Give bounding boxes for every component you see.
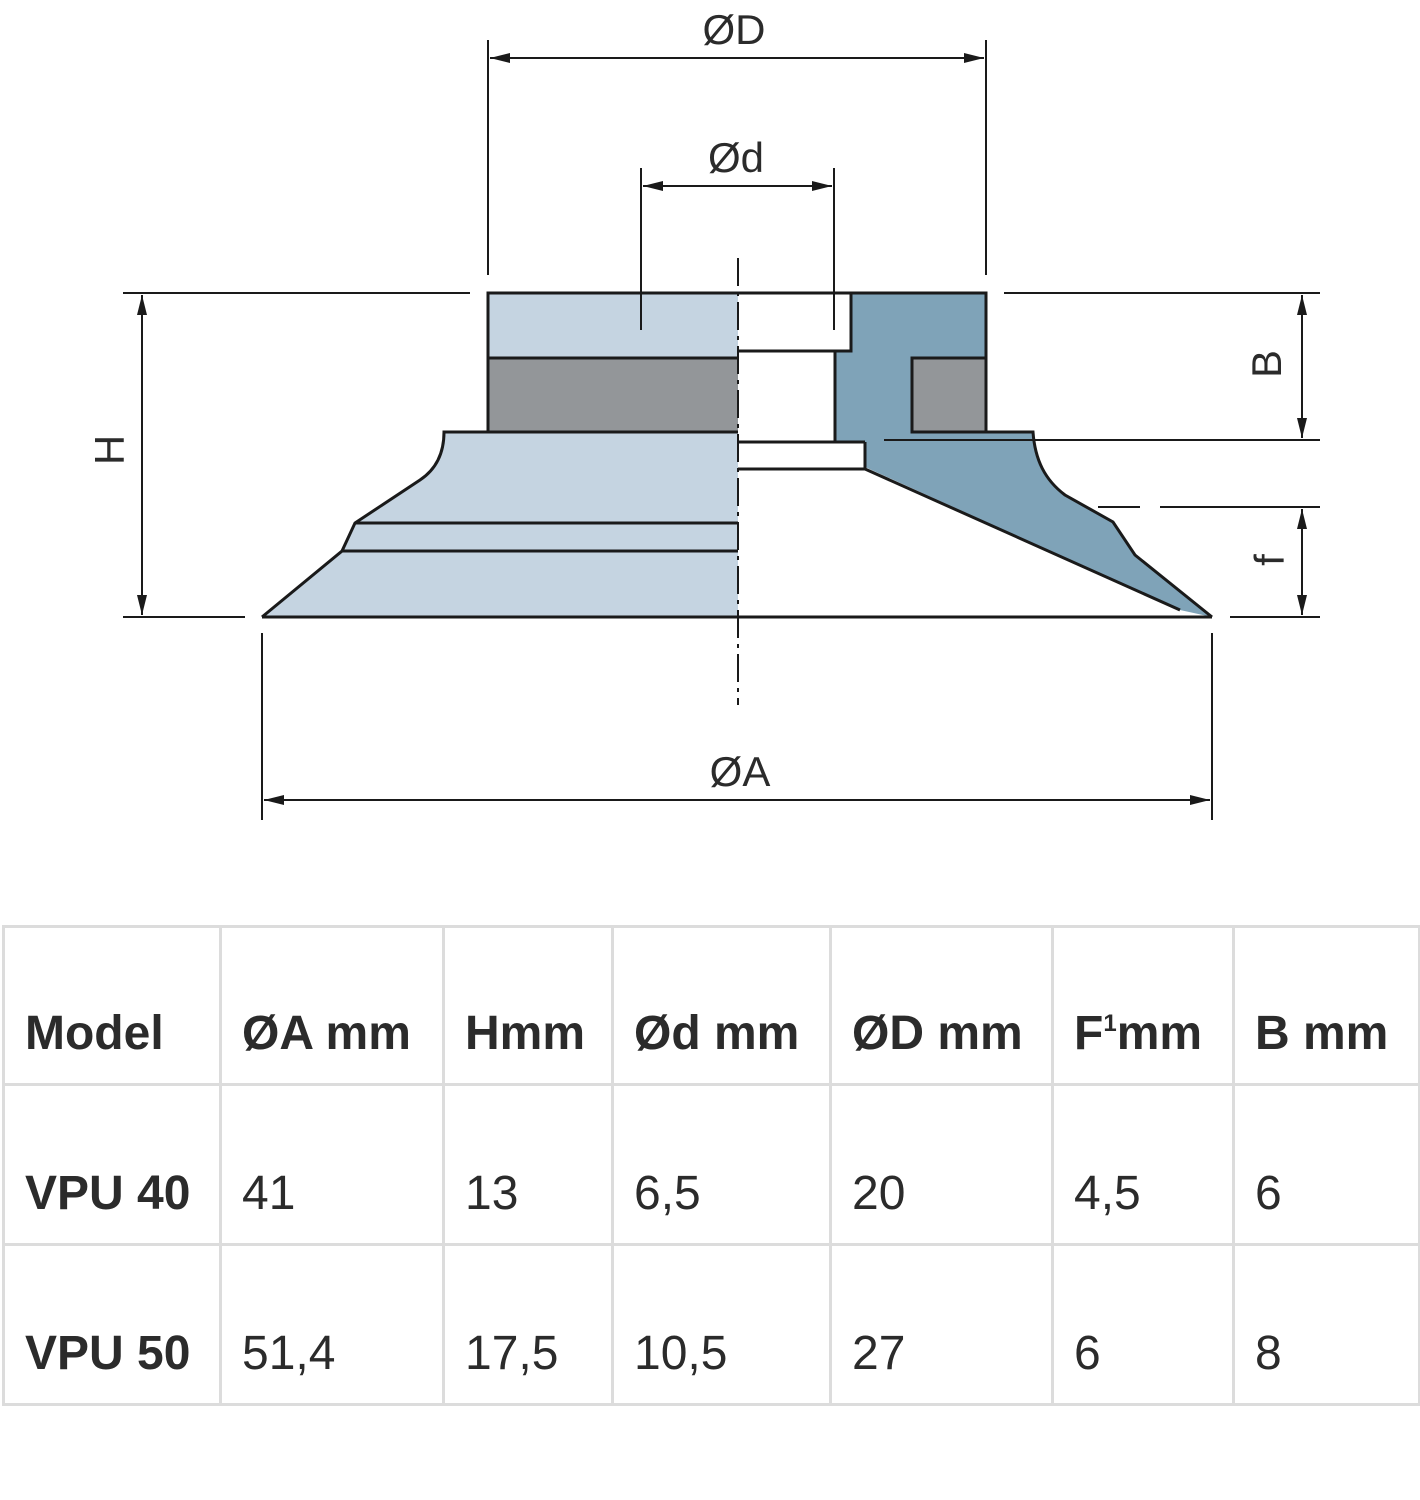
top-cap-left — [488, 293, 738, 358]
body-right — [835, 293, 1212, 617]
cell-d-outer: 27 — [829, 1243, 1054, 1406]
suction-cup-drawing: ØD Ød ØA H B f — [86, 6, 1320, 820]
table-row: VPU 40 41 13 6,5 20 4,5 6 — [2, 1083, 1420, 1246]
cell-d-inner: 10,5 — [611, 1243, 832, 1406]
label-outer-diameter: ØD — [703, 6, 766, 53]
outlines — [261, 291, 1213, 619]
cell-h: 13 — [442, 1083, 614, 1246]
cell-a: 41 — [219, 1083, 445, 1246]
header-d-inner: Ød mm — [611, 925, 832, 1086]
cell-f: 4,5 — [1051, 1083, 1235, 1246]
cell-f: 6 — [1051, 1243, 1235, 1406]
table-row: VPU 50 51,4 17,5 10,5 27 6 8 — [2, 1243, 1420, 1406]
header-f-footnote: 1 — [1103, 1010, 1117, 1037]
label-inner-diameter: Ød — [708, 134, 764, 181]
label-base-diameter: ØA — [710, 748, 771, 795]
cell-model: VPU 50 — [2, 1243, 222, 1406]
label-b: B — [1243, 350, 1290, 378]
label-height: H — [86, 435, 133, 465]
gray-band-left — [488, 358, 738, 432]
cell-model: VPU 40 — [2, 1083, 222, 1246]
header-model: Model — [2, 925, 222, 1086]
header-h: Hmm — [442, 925, 614, 1086]
header-a: ØA mm — [219, 925, 445, 1086]
cell-b: 8 — [1232, 1243, 1420, 1406]
cell-d-outer: 20 — [829, 1083, 1054, 1246]
left-half-section — [262, 293, 738, 617]
gray-insert-right — [912, 358, 986, 432]
header-f: F1mm — [1051, 925, 1235, 1086]
label-f: f — [1246, 554, 1293, 566]
header-b: B mm — [1232, 925, 1420, 1086]
dimension-lines — [123, 40, 1320, 820]
cell-h: 17,5 — [442, 1243, 614, 1406]
header-d-outer: ØD mm — [829, 925, 1054, 1086]
spec-table: Model ØA mm Hmm Ød mm ØD mm F1mm B mm VP… — [2, 925, 1420, 1406]
right-half-section — [835, 293, 1212, 617]
table-header-row: Model ØA mm Hmm Ød mm ØD mm F1mm B mm — [2, 925, 1420, 1086]
cell-d-inner: 6,5 — [611, 1083, 832, 1246]
cell-a: 51,4 — [219, 1243, 445, 1406]
cell-b: 6 — [1232, 1083, 1420, 1246]
